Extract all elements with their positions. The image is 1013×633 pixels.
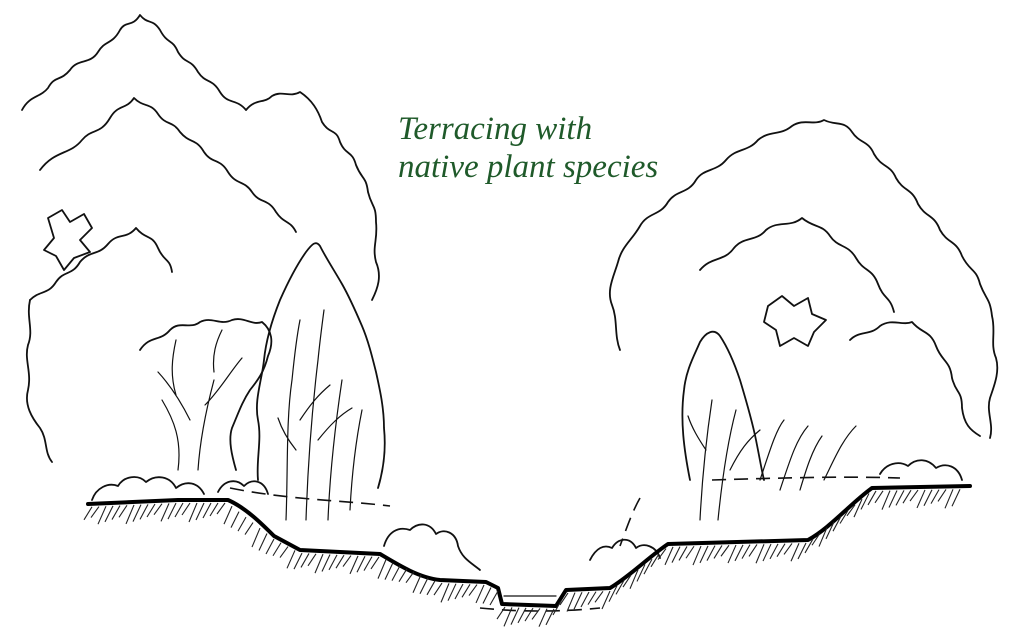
left-conifer-stems <box>278 310 362 520</box>
soil-hatch-stroke <box>490 591 498 605</box>
soil-hatch-stroke <box>105 506 113 522</box>
soil-hatch-stroke <box>140 504 148 519</box>
ground-profile <box>88 486 970 606</box>
soil-hatch-stroke <box>798 543 806 559</box>
right-shrub-stems <box>688 400 856 520</box>
soil-hatch-stroke <box>910 490 918 501</box>
soil-hatch-stroke <box>770 544 778 559</box>
soil-hatch-stroke <box>721 545 729 556</box>
soil-hatch-stroke <box>938 489 946 501</box>
soil-hatch-stroke <box>392 566 400 581</box>
left-conifer <box>257 243 385 488</box>
soil-hatch-stroke <box>378 560 386 579</box>
soil-hatch-stroke <box>210 503 218 516</box>
soil-hatch-stroke <box>245 523 253 535</box>
planting-line-bank <box>620 498 640 546</box>
soil-hatch-stroke <box>434 583 442 595</box>
soil-hatch-stroke <box>777 544 785 557</box>
soil-hatch-stroke <box>896 490 904 505</box>
soil-hatch-stroke <box>602 591 610 609</box>
right-tree-canopy <box>610 120 997 438</box>
groundcover-left-2 <box>218 481 268 494</box>
right-shrub-crown <box>682 332 764 480</box>
left-canopy-inner <box>40 98 296 232</box>
left-canopy-edge <box>27 300 52 462</box>
soil-hatch-stroke <box>252 528 260 547</box>
soil-hatch-stroke <box>119 505 127 517</box>
soil-hatch-stroke <box>406 572 414 583</box>
soil-hatch-stroke <box>238 517 246 531</box>
left-canopy-lower <box>30 228 172 300</box>
soil-hatch-stroke <box>91 507 99 518</box>
left-shrub-crown <box>140 319 271 470</box>
planting-line-right <box>712 477 900 480</box>
soil-hatch-stroke <box>483 588 491 604</box>
soil-hatch-stroke <box>154 504 162 515</box>
soil-hatch-stroke <box>231 512 239 528</box>
soil-hatch-stroke <box>868 491 876 505</box>
soil-hatch-stroke <box>532 608 540 619</box>
leaf-cluster-left <box>44 210 92 270</box>
soil-hatch-stroke <box>280 547 288 558</box>
soil-hatch-stroke <box>322 555 330 572</box>
soil-hatch-stroke <box>308 554 316 566</box>
soil-hatch-stroke <box>427 581 435 595</box>
soil-hatch-stroke <box>84 507 92 520</box>
soil-hatch-stroke <box>413 575 421 593</box>
soil-hatch-stroke <box>707 546 715 561</box>
soil-hatch-stroke <box>497 607 505 619</box>
leaf-cluster-right <box>764 296 826 346</box>
soil-hatch-stroke <box>749 544 757 556</box>
soil-hatch-stroke <box>784 543 792 554</box>
right-canopy-inner <box>700 218 894 312</box>
soil-hatch-stroke <box>175 503 183 517</box>
soil-hatch-stroke <box>315 554 323 573</box>
soil-hatch-stroke <box>931 490 939 504</box>
caption: Terracing with native plant species <box>398 110 658 186</box>
soil-hatch-stroke <box>399 569 407 582</box>
caption-line-1: Terracing with <box>398 110 658 148</box>
soil-hatch-stroke <box>875 491 883 503</box>
soil-hatch-stroke <box>385 563 393 580</box>
soil-hatch-stroke <box>371 557 379 569</box>
soil-hatch-stroke <box>686 546 694 558</box>
soil-hatch-stroke <box>595 591 603 602</box>
soil-hatch-stroke <box>287 550 295 568</box>
soil-hatch-stroke <box>343 556 351 567</box>
soil-hatch-stroke <box>952 489 960 506</box>
soil-hatch-stroke <box>539 609 547 627</box>
soil-hatch-stroke <box>448 584 456 601</box>
soil-hatch-stroke <box>259 534 267 551</box>
soil-hatch-stroke <box>588 592 596 605</box>
soil-hatch-stroke <box>273 543 281 556</box>
soil-hatch-stroke <box>420 578 428 594</box>
soil-hatch-stroke <box>581 592 589 607</box>
soil-hatch-stroke <box>476 585 484 603</box>
soil-hatch-stroke <box>742 545 750 559</box>
left-shrub-trunk <box>158 330 242 470</box>
soil-hatch-stroke <box>147 504 155 517</box>
planting-line-left <box>230 488 390 506</box>
soil-hatch-stroke <box>217 503 225 514</box>
soil-hatch-stroke <box>266 539 274 554</box>
soil-hatch-stroke <box>903 490 911 503</box>
soil-hatch-stroke <box>112 506 120 520</box>
groundcover-left <box>92 477 204 500</box>
soil-hatch-stroke <box>441 583 449 602</box>
soil-hatch-stroke <box>182 503 190 515</box>
soil-hatch-stroke <box>714 545 722 558</box>
caption-line-2: native plant species <box>398 148 658 186</box>
right-canopy-lower <box>850 322 980 436</box>
soil-hatch-stroke <box>224 506 232 524</box>
soil-hatch-stroke <box>469 585 477 596</box>
soil-hatch-stroke <box>350 556 358 574</box>
soil-hatch-stroke <box>679 546 687 560</box>
